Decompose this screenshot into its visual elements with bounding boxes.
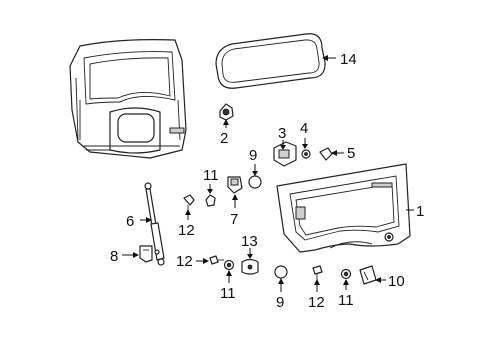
- callout-9-upper: 9: [249, 147, 257, 164]
- callout-13: 13: [241, 233, 258, 250]
- strut-bracket: [139, 245, 160, 263]
- bolt-middle: [209, 255, 224, 265]
- callout-12-middle: 12: [176, 253, 193, 270]
- liftgate-panel: [69, 39, 187, 159]
- callout-12-lower: 12: [308, 294, 325, 311]
- cover: [359, 265, 377, 285]
- callout-5: 5: [347, 145, 355, 162]
- callout-7: 7: [230, 211, 238, 228]
- callout-9-lower: 9: [276, 294, 284, 311]
- clip: [319, 147, 333, 161]
- glass-weatherstrip: [215, 33, 326, 89]
- callout-11-middle: 11: [220, 285, 236, 302]
- callout-14: 14: [340, 51, 357, 68]
- cap-lower: [274, 265, 288, 279]
- striker: [241, 258, 259, 275]
- callout-1: 1: [416, 203, 424, 220]
- latch: [227, 176, 243, 194]
- hinge-assembly: [273, 141, 297, 167]
- bumper-stop: [219, 103, 234, 121]
- callout-2: 2: [220, 130, 228, 147]
- callout-4: 4: [300, 120, 308, 137]
- callout-11-upper: 11: [203, 167, 219, 184]
- callout-10: 10: [388, 273, 405, 290]
- knob: [301, 149, 311, 159]
- nut-upper: [205, 194, 216, 207]
- nut-middle: [223, 259, 235, 271]
- callout-8: 8: [110, 248, 118, 265]
- gas-strut: [144, 182, 165, 266]
- callout-12-upper: 12: [178, 222, 195, 239]
- nut-lower: [340, 268, 352, 280]
- cap-upper: [248, 175, 262, 189]
- bolt-upper: [183, 194, 195, 212]
- trim-panel: [276, 163, 411, 253]
- leader-lines: [122, 55, 414, 292]
- bolt-lower: [312, 265, 323, 280]
- callout-3: 3: [278, 125, 286, 142]
- callout-6: 6: [126, 213, 134, 230]
- callout-labels: 14 2 3 4 5 9 11 7 12 6 8 12 11 13 9 12 1…: [110, 51, 424, 311]
- callout-11-lower: 11: [338, 292, 354, 309]
